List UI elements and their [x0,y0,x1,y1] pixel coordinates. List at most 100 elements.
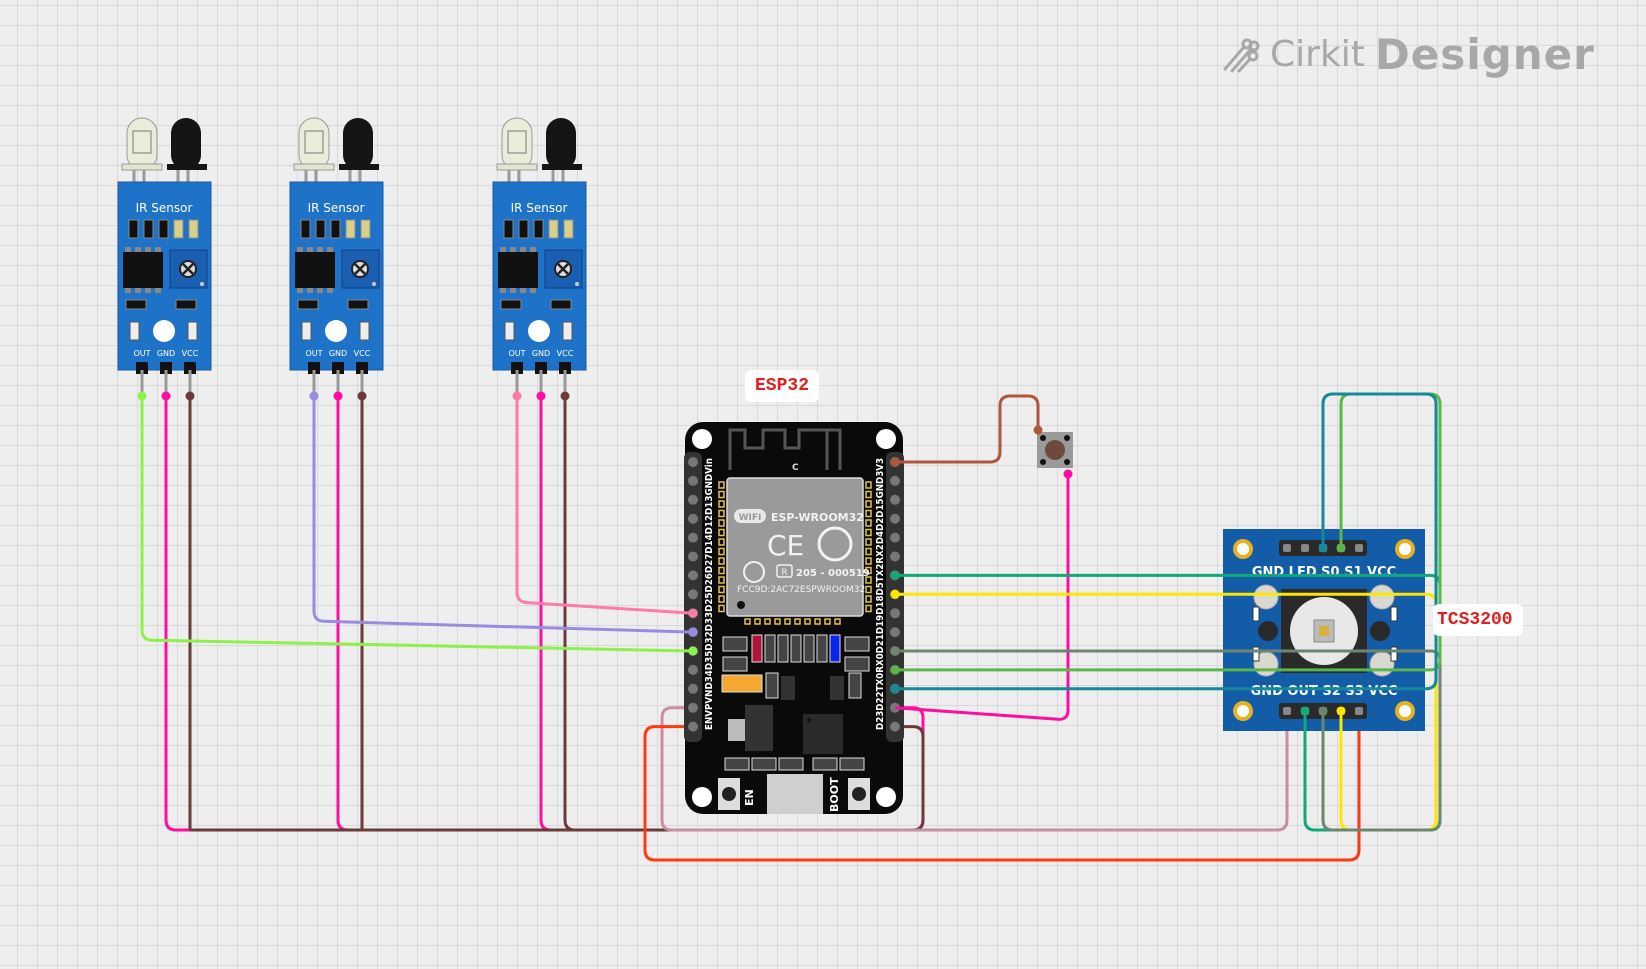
wire-endpoint[interactable] [890,684,900,694]
esp32-pin-3v3[interactable] [890,721,900,732]
esp32-pin-vn[interactable] [688,494,698,505]
esp32-pin-rx0[interactable] [890,513,900,524]
wire-endpoint[interactable] [137,391,147,401]
en-button-cap[interactable] [722,787,736,801]
wire-endpoint[interactable] [560,391,570,401]
esp32-pin-en[interactable] [688,457,698,467]
esp32-pin-vin[interactable] [688,721,698,732]
chip-dot [807,718,811,722]
esp32-pin-d13[interactable] [688,683,698,694]
ir-pin-header[interactable] [308,362,320,374]
esp32-pin-d33[interactable] [688,570,698,581]
wire-endpoint[interactable] [536,391,546,401]
ir-pin-header[interactable] [184,362,196,374]
tcs-bottom-pin-vcc[interactable] [1355,707,1363,715]
wire-gnd-bus[interactable] [164,392,338,832]
wire-endpoint[interactable] [333,391,343,401]
esp32-pin-d25[interactable] [688,589,698,600]
wire-vin-tcs[interactable] [643,711,1361,862]
white-led [1253,584,1279,610]
wire-endpoint[interactable] [688,646,698,656]
mounting-hole [528,320,550,342]
tcs-top-pin-gnd[interactable] [1283,544,1291,552]
esp32-pin-d22[interactable] [890,475,900,486]
wire-ir2-out[interactable] [312,392,694,634]
wire-ir3-out[interactable] [515,392,694,615]
module-pad [865,519,872,527]
wire-endpoint[interactable] [309,391,319,401]
smd-part [175,299,197,310]
esp32-pin-rx2[interactable] [890,627,900,638]
ir-pin-header[interactable] [559,362,571,374]
esp32-pin-d35[interactable] [688,532,698,543]
ir-emitter-chip [507,130,527,154]
ir-emitter-base [121,163,163,171]
wire-endpoint[interactable] [185,391,195,401]
smd-resistor [548,219,559,239]
esp32-pin-tx2[interactable] [890,608,900,619]
circuit-traces-icon [1223,38,1260,72]
wire-d15-s0[interactable] [895,392,1438,691]
wire-gnd-bus[interactable] [336,392,541,832]
wire-endpoint[interactable] [357,391,367,401]
ir-pin-header[interactable] [136,362,148,374]
wire-endpoint[interactable] [1318,543,1328,553]
ir-pin-header[interactable] [356,362,368,374]
wire-endpoint[interactable] [890,646,900,656]
micro-usb-port[interactable] [767,774,823,814]
wifi-badge-text: WIFI [739,513,762,523]
pushbutton-cap[interactable] [1045,440,1065,460]
module-name: ESP-WROOM32 [771,511,864,524]
ir-pin-header[interactable] [511,362,523,374]
wire-vcc-bus[interactable] [563,392,925,832]
wire-endpoint[interactable] [161,391,171,401]
esp32-pin-d32[interactable] [688,551,698,562]
boot-button-label: BOOT [828,777,841,812]
wire-d23-pushbutton[interactable] [895,394,1040,464]
ir-pin-header[interactable] [332,362,344,374]
ir-emitter-led [126,117,158,171]
wire-endpoint[interactable] [1336,543,1346,553]
pushbutton[interactable] [1037,432,1073,468]
esp32-pin-gnd[interactable] [688,702,698,713]
ir-pin-header[interactable] [535,362,547,374]
module-pad [865,490,872,499]
smd-resistor [751,757,777,771]
wire-endpoint[interactable] [688,627,698,637]
wire-endpoint[interactable] [1033,425,1043,435]
esp32-pin-tx0[interactable] [890,494,900,505]
tcs-top-pin-led[interactable] [1301,544,1309,552]
wire-endpoint[interactable] [1318,706,1328,716]
pot-dot [200,282,204,286]
boot-button-cap[interactable] [852,787,866,801]
wire-endpoint[interactable] [890,589,900,599]
esp32-pin-d21[interactable] [890,532,900,543]
wire-endpoint[interactable] [890,665,900,675]
ic-pin [530,288,536,293]
wire-d5-s3[interactable] [895,592,1438,832]
tcs3200-label[interactable]: TCS3200 [1433,604,1523,636]
wire-pushbutton-gnd[interactable] [894,472,1070,721]
wire-endpoint[interactable] [512,391,522,401]
ir-pin-header[interactable] [160,362,172,374]
wire-ir1-out[interactable] [140,392,694,653]
wire-endpoint[interactable] [1300,706,1310,716]
tcs-top-pin-vcc[interactable] [1355,544,1363,552]
wire-endpoint[interactable] [1063,469,1073,479]
esp32-pin-d34[interactable] [688,513,698,524]
wire-endpoint[interactable] [688,608,698,618]
wire-endpoint[interactable] [890,570,900,580]
wire-gnd-tcs[interactable] [660,706,1289,832]
esp32-pin-vp[interactable] [688,475,698,486]
wire-endpoint[interactable] [890,457,900,467]
wire-endpoint[interactable] [1336,706,1346,716]
tcs-bottom-pin-gnd[interactable] [1283,707,1291,715]
esp32-label[interactable]: ESP32 [745,370,820,402]
esp32-pin-d12[interactable] [688,664,698,675]
esp32-pin-d19[interactable] [890,551,900,562]
